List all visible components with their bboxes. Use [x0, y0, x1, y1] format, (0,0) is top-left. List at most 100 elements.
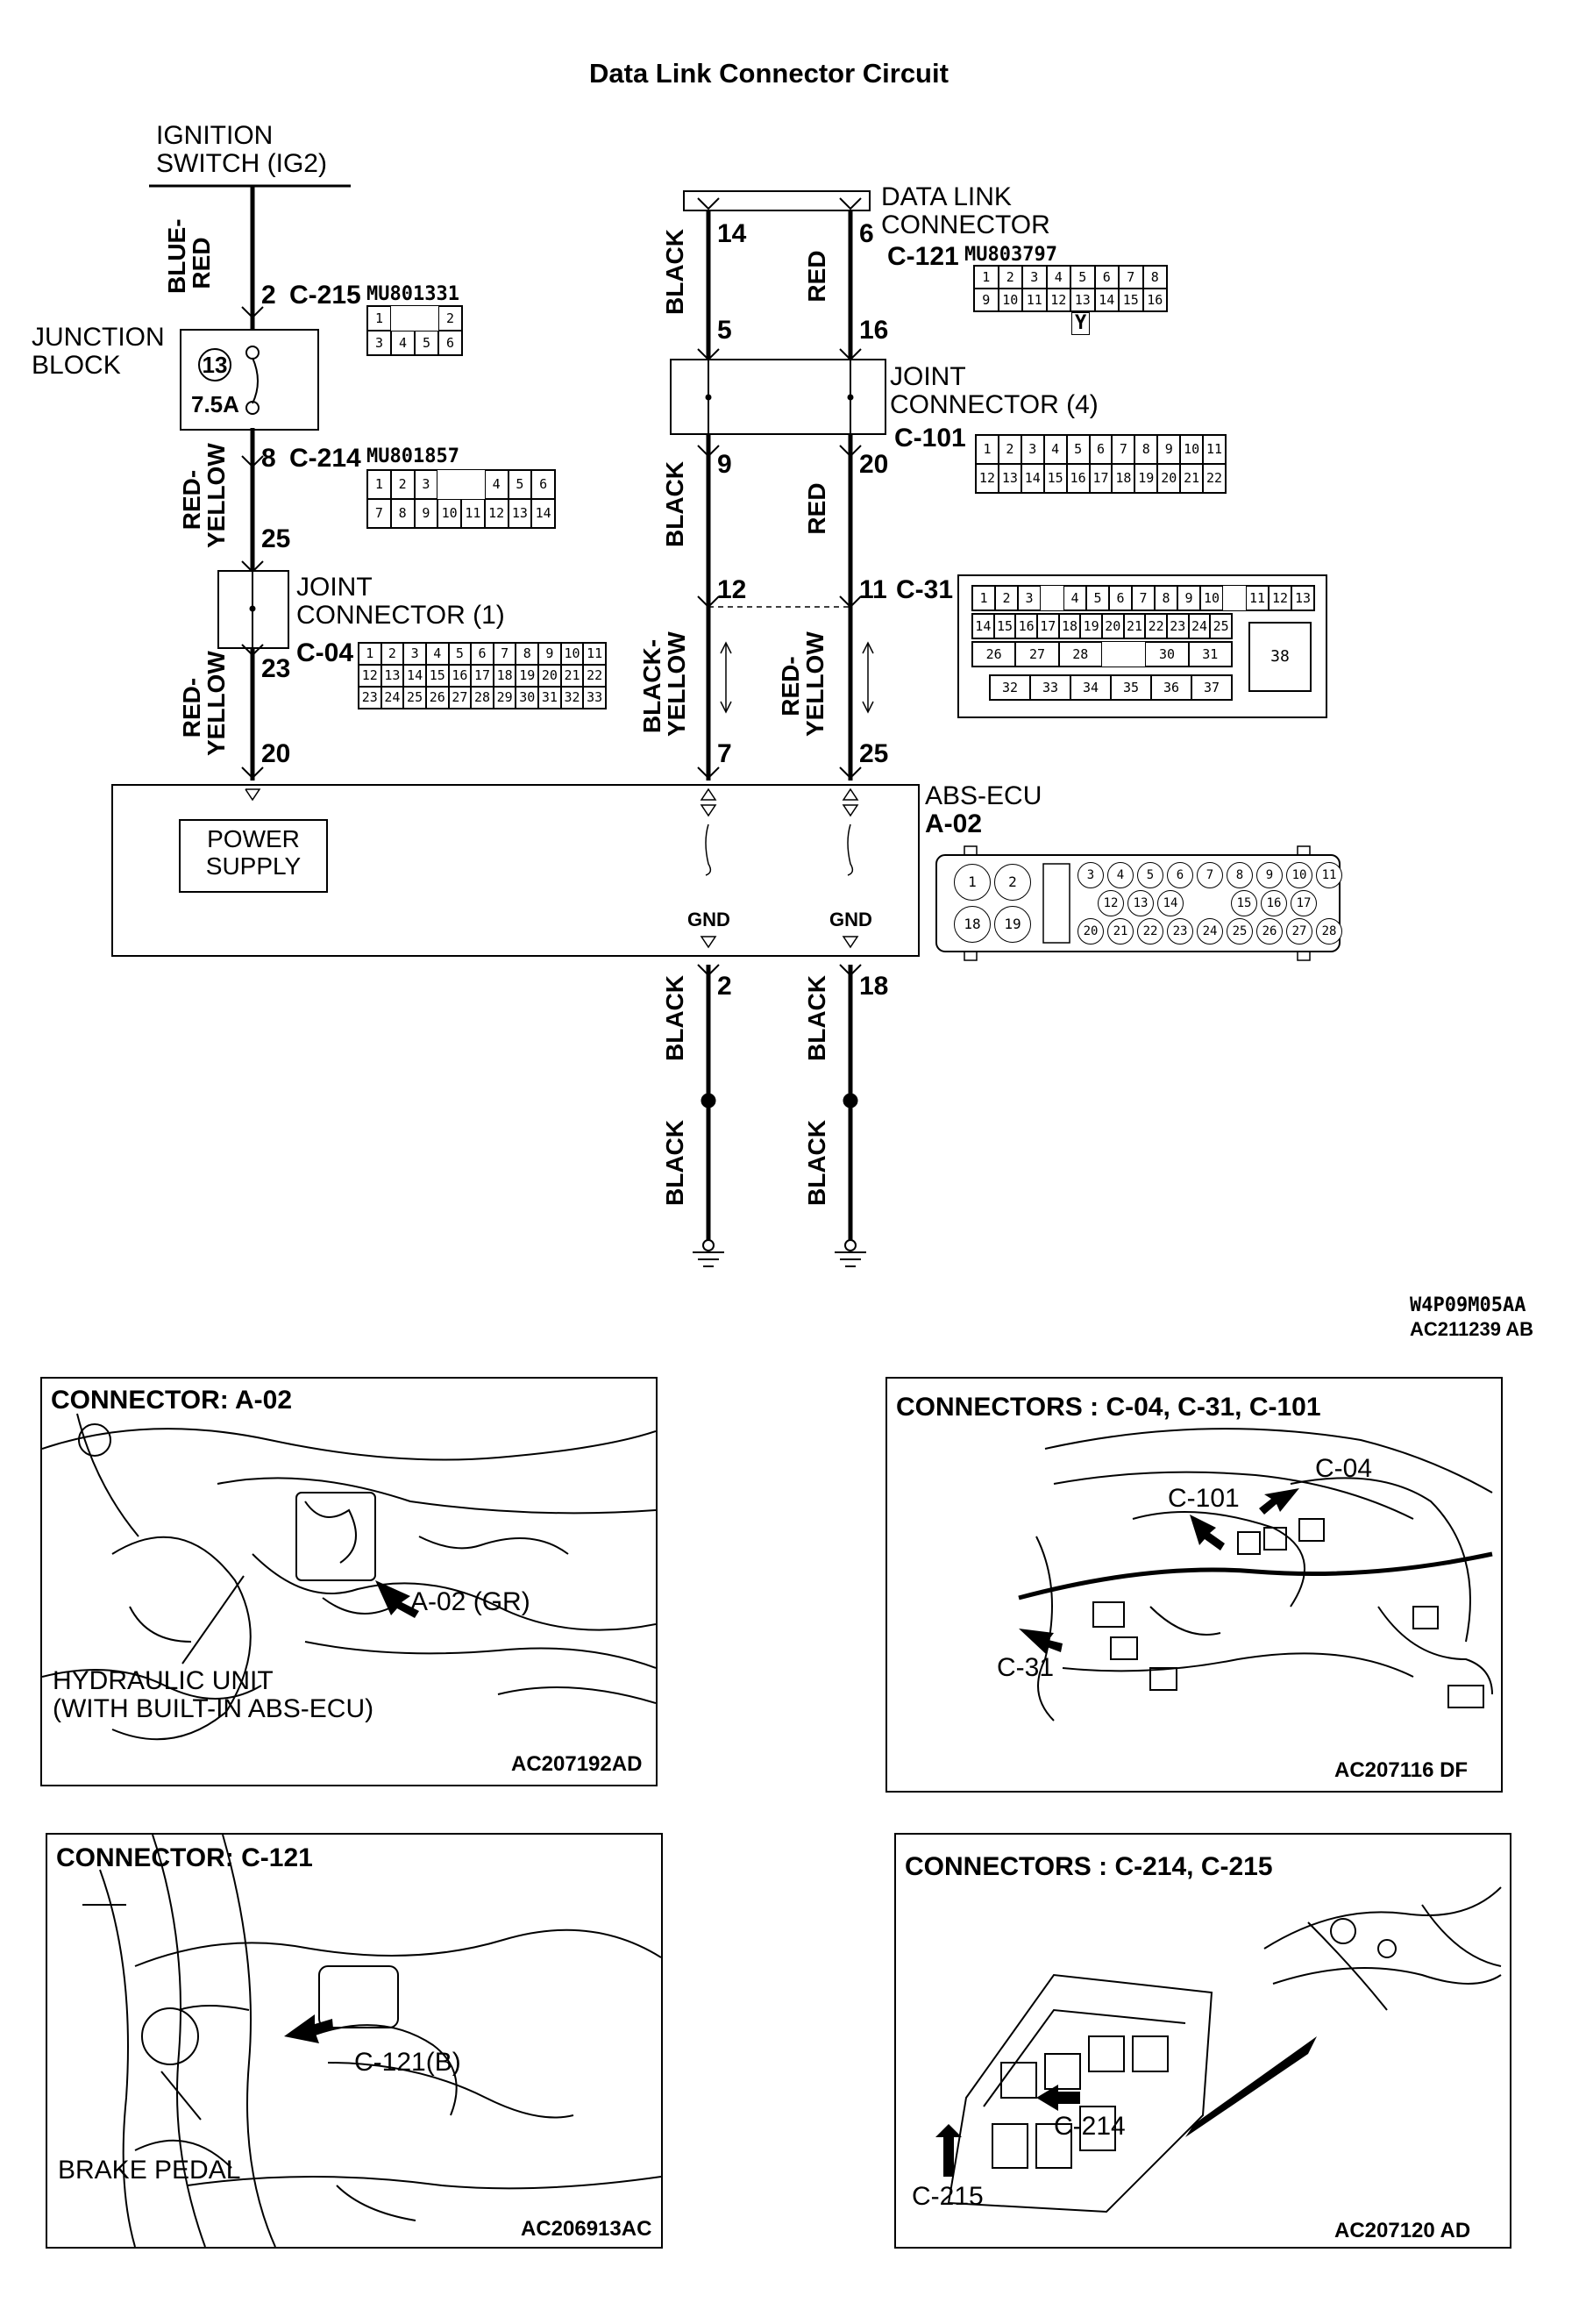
pin-cell: 15: [1119, 289, 1143, 311]
pin-cell: 7: [493, 643, 516, 665]
pin-cell: 34: [1070, 675, 1111, 700]
pin-cell: 29: [493, 687, 516, 709]
pin-cell: 16: [1015, 614, 1037, 638]
wire-label-blue-red: BLUE- RED: [163, 218, 215, 294]
pin-cell: [1223, 586, 1246, 610]
c04-id: C-04: [296, 638, 354, 667]
pin-cell: 13: [380, 665, 404, 687]
photo-a02-label-a02: A-02 (GR): [410, 1587, 530, 1616]
pin-cell: 11: [1203, 435, 1226, 464]
pin-cell: 27: [1015, 642, 1059, 667]
pin-circle: 28: [1316, 918, 1342, 945]
pin-cell: 22: [1145, 614, 1167, 638]
pin-circle: 23: [1167, 918, 1193, 945]
pin-circle: 10: [1286, 862, 1312, 888]
pin-circle: 2: [994, 864, 1031, 901]
pin-cell: 16: [1066, 464, 1090, 493]
photo-a02: CONNECTOR: A-02 A-02 (GR) HYDRAULIC UNIT…: [40, 1377, 658, 1786]
photo-a02-title: CONNECTOR: A-02: [51, 1386, 293, 1415]
pin-cell: 20: [1157, 464, 1181, 493]
diagram-code-1: W4P09M05AA: [1410, 1294, 1526, 1316]
pin-cell: 20: [538, 665, 561, 687]
pin-circle: 18: [954, 906, 991, 943]
pin-cell: 5: [415, 331, 438, 355]
pin-cell: 2: [380, 643, 404, 665]
pin-cell: 9: [1157, 435, 1181, 464]
pin-cell: 24: [380, 687, 404, 709]
power-supply-label: POWER SUPPLY: [205, 825, 302, 880]
pin-jc4-out-right: 20: [859, 450, 889, 479]
junction-block-illustration: [935, 1886, 1502, 2214]
pin-cell: 9: [974, 289, 999, 311]
pin-cell: 12: [359, 665, 381, 687]
c215-part: MU801331: [366, 283, 459, 305]
wire-label-black-6: BLACK: [803, 1120, 830, 1206]
pin-cell: 24: [1188, 614, 1211, 638]
pin-cell: [391, 306, 415, 331]
pin-cell: 10: [998, 289, 1022, 311]
photo-c04-code: AC207116 DF: [1334, 1758, 1469, 1782]
pin-circle: 24: [1197, 918, 1223, 945]
pin-circle: 14: [1157, 890, 1184, 916]
pin-cell: 9: [538, 643, 561, 665]
wire-label-black-5: BLACK: [661, 1120, 688, 1206]
pin-circle: 21: [1107, 918, 1134, 945]
pin-circle: 15: [1231, 890, 1257, 916]
pin-circle: 7: [1197, 862, 1223, 888]
pin-circle: 5: [1137, 862, 1163, 888]
pin-cell: 6: [531, 470, 555, 499]
pin-circle: 25: [1227, 918, 1253, 945]
pin-cell: 15: [993, 614, 1016, 638]
pin-cell: 10: [437, 499, 461, 528]
pin-circle: 16: [1261, 890, 1287, 916]
pin-cell: 5: [448, 643, 472, 665]
pin-cell: 33: [1030, 675, 1070, 700]
pin-cell: 28: [471, 687, 494, 709]
pin-cell: 1: [972, 586, 995, 610]
pin-cell: 17: [1089, 464, 1113, 493]
pin-c31-left: 12: [717, 575, 747, 604]
pin-cell: 2: [438, 306, 462, 331]
pin-cell: 3: [1021, 435, 1044, 464]
pin-cell: 32: [990, 675, 1030, 700]
engine-bay-illustration: [42, 1413, 656, 1741]
pin-cell: 4: [391, 331, 415, 355]
page-title: Data Link Connector Circuit: [589, 58, 949, 89]
wire-label-red-yellow-1: RED- YELLOW: [178, 443, 230, 548]
wire-label-black-4: BLACK: [803, 975, 830, 1061]
jc4-label-1: JOINT: [890, 362, 966, 391]
pin-circle: 8: [1227, 862, 1253, 888]
pin-cell: 14: [972, 614, 994, 638]
photo-c121-code: AC206913AC: [521, 2217, 652, 2241]
pin-cell: 14: [531, 499, 555, 528]
pin-cell: 9: [414, 499, 438, 528]
pin-cell: 6: [438, 331, 462, 355]
pin-cell: 37: [1191, 675, 1232, 700]
c101-id: C-101: [894, 424, 966, 453]
photo-a02-code: AC207192AD: [511, 1752, 643, 1776]
pin-cell: 4: [1043, 435, 1067, 464]
pin-cell: 12: [976, 464, 999, 493]
c121-part: MU803797: [964, 244, 1057, 266]
pin-cell: 3: [1022, 266, 1047, 289]
c121-id: C-121: [887, 242, 959, 271]
photo-c121-title: CONNECTOR: C-121: [56, 1843, 313, 1872]
joint-connector-1-box: [217, 570, 289, 649]
pin-cell: 17: [471, 665, 494, 687]
brake-pedal-illustration: [82, 1835, 661, 2247]
photo-c04-label-c04: C-04: [1315, 1454, 1373, 1483]
pin-cell: 2: [998, 435, 1021, 464]
pin-cell: 28: [1058, 642, 1102, 667]
photo-c04-label-c31: C-31: [997, 1653, 1055, 1682]
pin-cell: 30: [516, 687, 539, 709]
pin-cell: 20: [1101, 614, 1124, 638]
wire-label-red-yellow-3: RED- YELLOW: [777, 631, 829, 737]
pin-cell: 13: [998, 464, 1021, 493]
pin-cell: 12: [1046, 289, 1070, 311]
pin-circle: 13: [1127, 890, 1154, 916]
c214-id: C-214: [289, 444, 361, 473]
